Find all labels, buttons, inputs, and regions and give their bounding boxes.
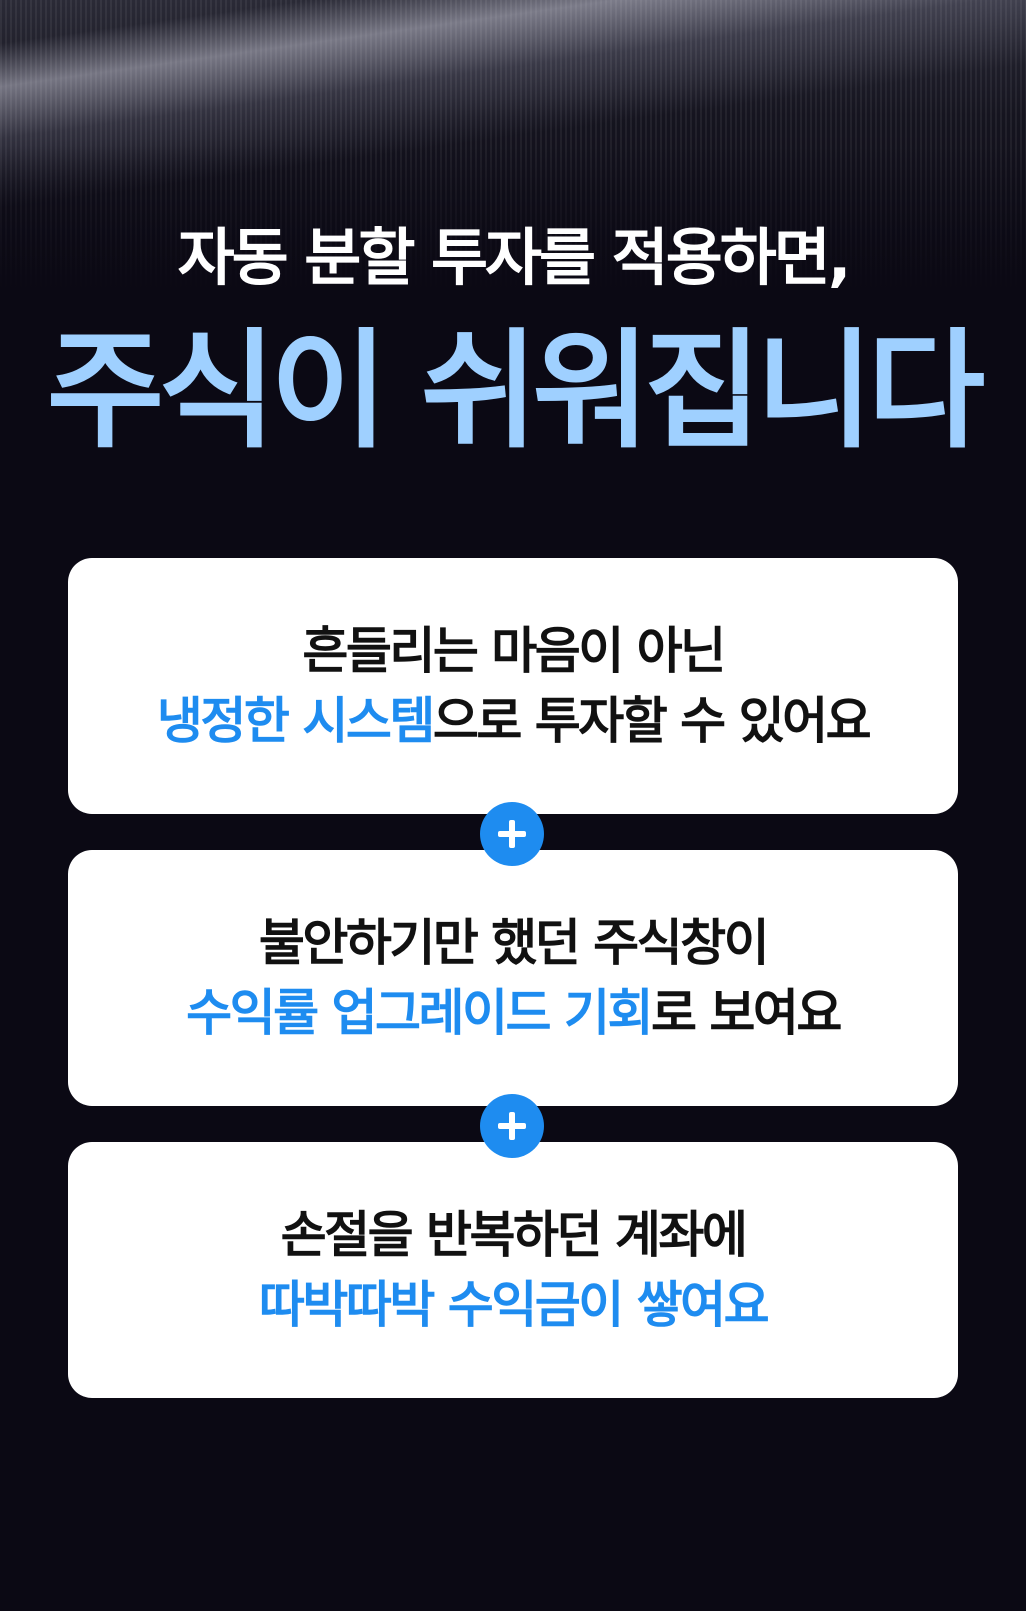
benefit-card-1-line2: 냉정한 시스템으로 투자할 수 있어요 — [156, 686, 872, 756]
plus-icon — [480, 802, 544, 866]
plus-icon — [480, 1094, 544, 1158]
benefit-card-1-rest: 으로 투자할 수 있어요 — [432, 692, 872, 750]
benefit-card-2: 불안하기만 했던 주식창이 수익률 업그레이드 기회로 보여요 — [68, 850, 958, 1106]
intro-subtitle: 자동 분할 투자를 적용하면, — [177, 221, 852, 294]
main-headline: 주식이 쉬워집니다 — [46, 317, 986, 466]
benefit-card-1-highlight: 냉정한 시스템 — [156, 692, 435, 750]
benefit-card-2-line1: 불안하기만 했던 주식창이 — [258, 914, 770, 972]
header-background-texture — [0, 0, 1026, 290]
benefit-card-1-line1: 흔들리는 마음이 아닌 — [302, 622, 726, 680]
benefit-card-1: 흔들리는 마음이 아닌 냉정한 시스템으로 투자할 수 있어요 — [68, 558, 958, 814]
benefit-card-2-line2: 수익률 업그레이드 기회로 보여요 — [186, 978, 842, 1048]
benefit-card-3-line1: 손절을 반복하던 계좌에 — [280, 1206, 748, 1264]
benefit-card-2-rest: 로 보여요 — [650, 984, 842, 1042]
benefit-card-3-line2: 따박따박 수익금이 쌓여요 — [258, 1270, 770, 1340]
benefit-card-3: 손절을 반복하던 계좌에 따박따박 수익금이 쌓여요 — [68, 1142, 958, 1398]
benefit-card-3-highlight: 따박따박 수익금이 쌓여요 — [258, 1276, 770, 1334]
benefit-card-2-highlight: 수익률 업그레이드 기회 — [186, 984, 653, 1042]
